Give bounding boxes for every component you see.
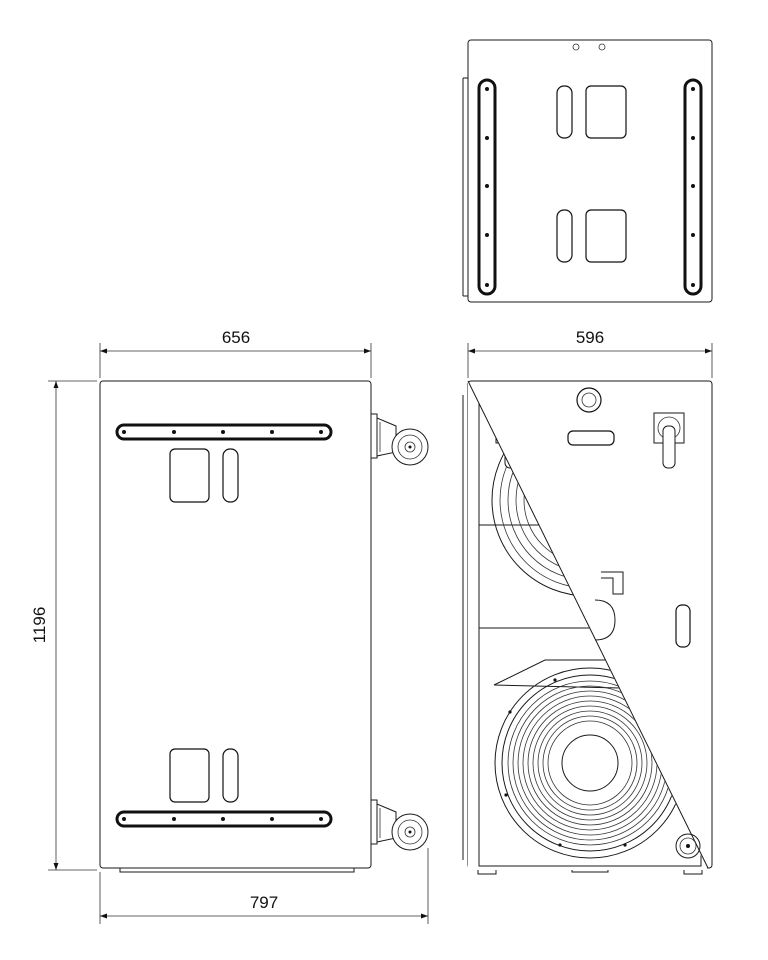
side-view	[99, 380, 429, 873]
dim-side-depth-label: 656	[222, 328, 250, 347]
dim-height-label: 1196	[30, 607, 49, 644]
dim-depth-wheels-label: 797	[250, 893, 278, 912]
top-view	[462, 39, 713, 303]
dimension-lines	[48, 343, 713, 924]
connector-socket	[675, 833, 701, 859]
dim-front-width-label: 596	[576, 328, 604, 347]
front-view	[462, 380, 713, 875]
lower-wheel	[370, 799, 429, 851]
upper-wheel	[370, 413, 429, 466]
handle-screws	[485, 87, 695, 287]
